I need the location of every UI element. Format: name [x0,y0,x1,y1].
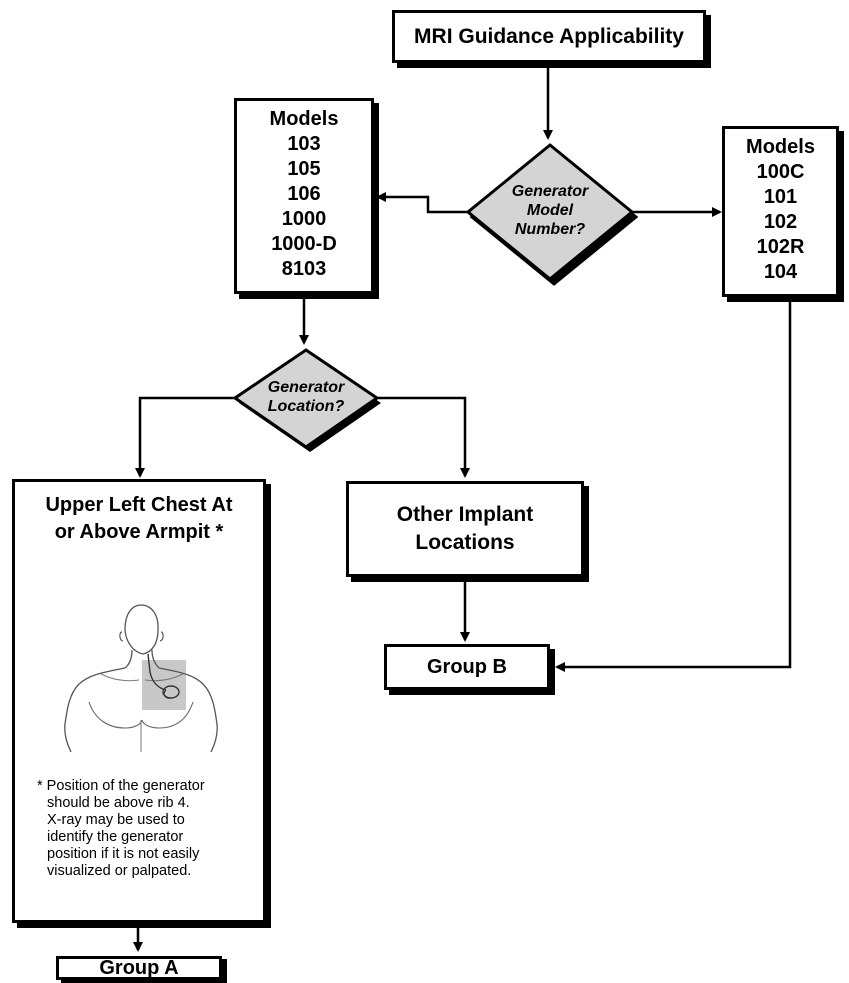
upper-left-title: Upper Left Chest At or Above Armpit * [45,492,232,546]
decision-location-line-1: Generator [267,379,345,396]
generator-highlight-area [142,660,186,710]
decision-location-label: Generator Location? [248,378,364,416]
model-item: 101 [763,186,798,208]
footnote-line: * Position of the generator [37,778,205,794]
models-box-left: Models 103 105 106 1000 1000-D 8103 [234,98,374,294]
models-right-header: Models [746,136,815,158]
decision-diamond-model-number-face [465,143,635,281]
footnote-line: visualized or palpated. [47,863,192,879]
model-item: 8103 [281,258,327,280]
connector-location-to-other [377,396,470,478]
connector-right-models-to-group-b [555,297,792,672]
other-locations-box: Other Implant Locations [346,481,584,577]
footnote-line: identify the generator [47,829,184,845]
decision-diamond-location-face [232,348,380,449]
upper-left-footnote: * Position of the generator should be ab… [37,778,262,880]
decision-model-line-2: Model [526,202,574,219]
upper-left-chest-box: Upper Left Chest At or Above Armpit * * … [12,479,266,923]
footnote-line: should be above rib 4. [47,795,190,811]
model-item: 1000-D [271,233,337,255]
upper-left-title-line-2: or Above Armpit * [54,521,224,543]
model-item: 106 [287,183,321,205]
group-b-box: Group B [384,644,550,690]
group-a-box: Group A [56,956,222,980]
footnote-line: X-ray may be used to [47,812,185,828]
model-item: 105 [287,158,321,180]
model-item: 102 [763,211,798,233]
group-a-label: Group A [99,956,179,979]
model-item: 100C [756,161,805,183]
decision-model-line-1: Generator [511,183,589,200]
other-locations-line-1: Other Implant [396,503,534,526]
decision-model-label: Generator Model Number? [490,182,610,239]
model-item: 102R [756,236,805,258]
other-locations-line-2: Locations [415,531,515,554]
model-item: 104 [763,261,798,283]
title-box: MRI Guidance Applicability [392,10,706,63]
model-item: 1000 [281,208,327,230]
connector-decision-to-left-models [376,192,470,214]
upper-left-title-line-1: Upper Left Chest At [45,494,233,516]
models-left-header: Models [269,108,339,130]
title-text: MRI Guidance Applicability [414,24,684,48]
footnote-line: position if it is not easily [47,846,200,862]
decision-location-line-2: Location? [267,398,345,415]
connector-location-to-upper-left [135,396,236,478]
models-box-right: Models 100C 101 102 102R 104 [722,126,839,297]
group-b-label: Group B [427,655,507,678]
decision-model-line-3: Number? [514,221,586,238]
model-item: 103 [287,133,321,155]
torso-figure-image [64,604,218,752]
